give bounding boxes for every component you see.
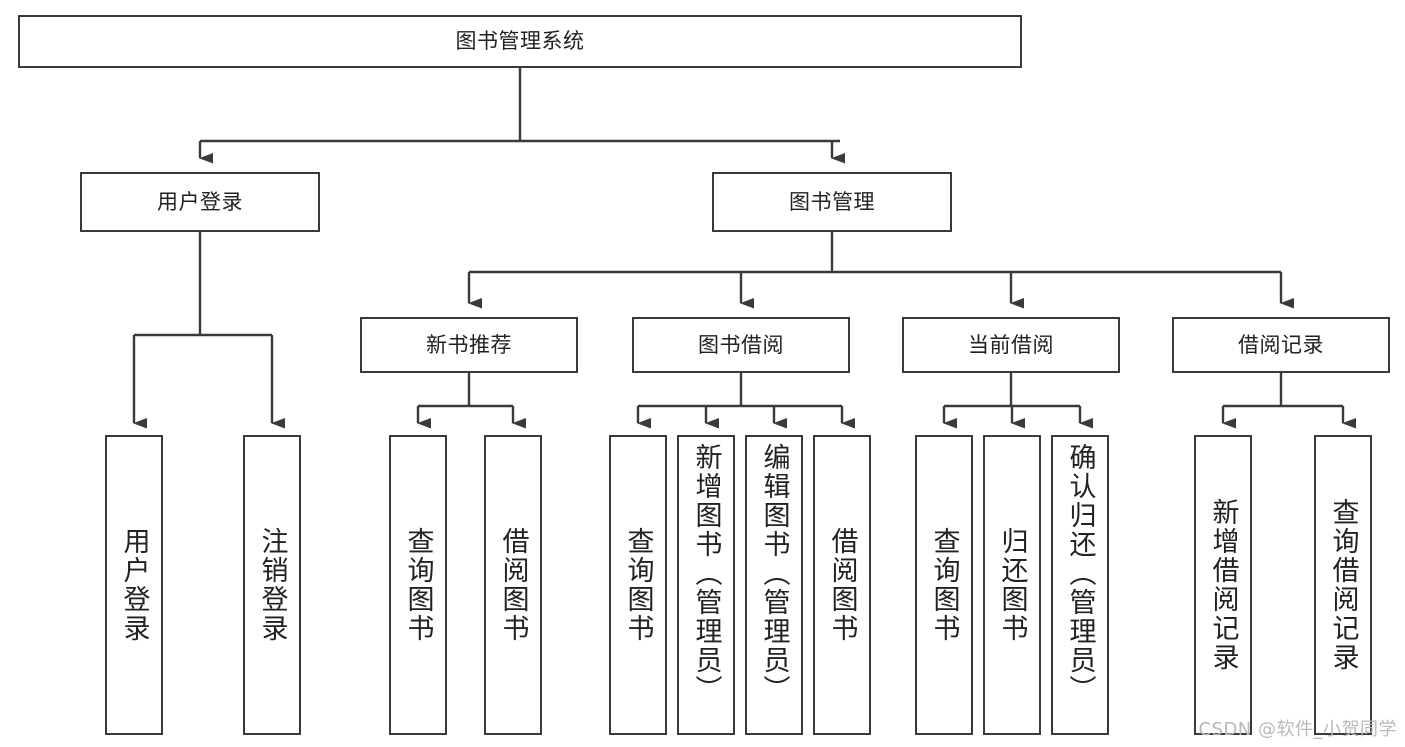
node-user-login[interactable]: 用户登录: [80, 172, 320, 232]
leaf-new-book-borrow[interactable]: 借阅图书: [484, 435, 542, 735]
node-book-management-label: 图书管理: [789, 189, 875, 214]
node-root[interactable]: 图书管理系统: [18, 15, 1022, 68]
leaf-borrow-query-book-label: 查询图书: [622, 527, 654, 643]
node-current-borrow-label: 当前借阅: [968, 332, 1054, 357]
leaf-current-confirm-return-label: 确认归还（管理员）: [1064, 443, 1096, 704]
leaf-current-return-book-label: 归还图书: [996, 527, 1028, 643]
leaf-borrow-edit-book-label: 编辑图书（管理员）: [758, 443, 790, 704]
watermark: CSDN @软件_小贺同学: [1198, 719, 1397, 740]
node-borrow-records[interactable]: 借阅记录: [1172, 317, 1390, 373]
leaf-borrow-borrow-book[interactable]: 借阅图书: [813, 435, 871, 735]
leaf-current-confirm-return[interactable]: 确认归还（管理员）: [1051, 435, 1109, 735]
leaf-current-return-book[interactable]: 归还图书: [983, 435, 1041, 735]
leaf-current-query-book[interactable]: 查询图书: [915, 435, 973, 735]
node-new-book-recommend[interactable]: 新书推荐: [360, 317, 578, 373]
leaf-borrow-borrow-book-label: 借阅图书: [826, 527, 858, 643]
leaf-user-login-signin[interactable]: 用户登录: [105, 435, 163, 735]
node-root-label: 图书管理系统: [455, 29, 585, 54]
node-book-management[interactable]: 图书管理: [712, 172, 952, 232]
node-user-login-label: 用户登录: [157, 189, 243, 214]
node-current-borrow[interactable]: 当前借阅: [902, 317, 1120, 373]
leaf-borrow-edit-book[interactable]: 编辑图书（管理员）: [745, 435, 803, 735]
node-new-book-recommend-label: 新书推荐: [426, 332, 512, 357]
leaf-new-book-borrow-label: 借阅图书: [497, 527, 529, 643]
leaf-records-query-record[interactable]: 查询借阅记录: [1314, 435, 1372, 735]
leaf-records-add-record[interactable]: 新增借阅记录: [1194, 435, 1252, 735]
leaf-new-book-query[interactable]: 查询图书: [389, 435, 447, 735]
leaf-records-query-record-label: 查询借阅记录: [1327, 498, 1359, 672]
node-book-borrow-label: 图书借阅: [698, 332, 784, 357]
leaf-borrow-add-book-label: 新增图书（管理员）: [690, 443, 722, 704]
leaf-user-login-signout[interactable]: 注销登录: [243, 435, 301, 735]
node-borrow-records-label: 借阅记录: [1238, 332, 1324, 357]
leaf-user-login-signout-label: 注销登录: [256, 527, 288, 643]
node-book-borrow[interactable]: 图书借阅: [632, 317, 850, 373]
leaf-records-add-record-label: 新增借阅记录: [1207, 498, 1239, 672]
leaf-current-query-book-label: 查询图书: [928, 527, 960, 643]
leaf-new-book-query-label: 查询图书: [402, 527, 434, 643]
leaf-borrow-query-book[interactable]: 查询图书: [609, 435, 667, 735]
leaf-borrow-add-book[interactable]: 新增图书（管理员）: [677, 435, 735, 735]
leaf-user-login-signin-label: 用户登录: [118, 527, 150, 643]
